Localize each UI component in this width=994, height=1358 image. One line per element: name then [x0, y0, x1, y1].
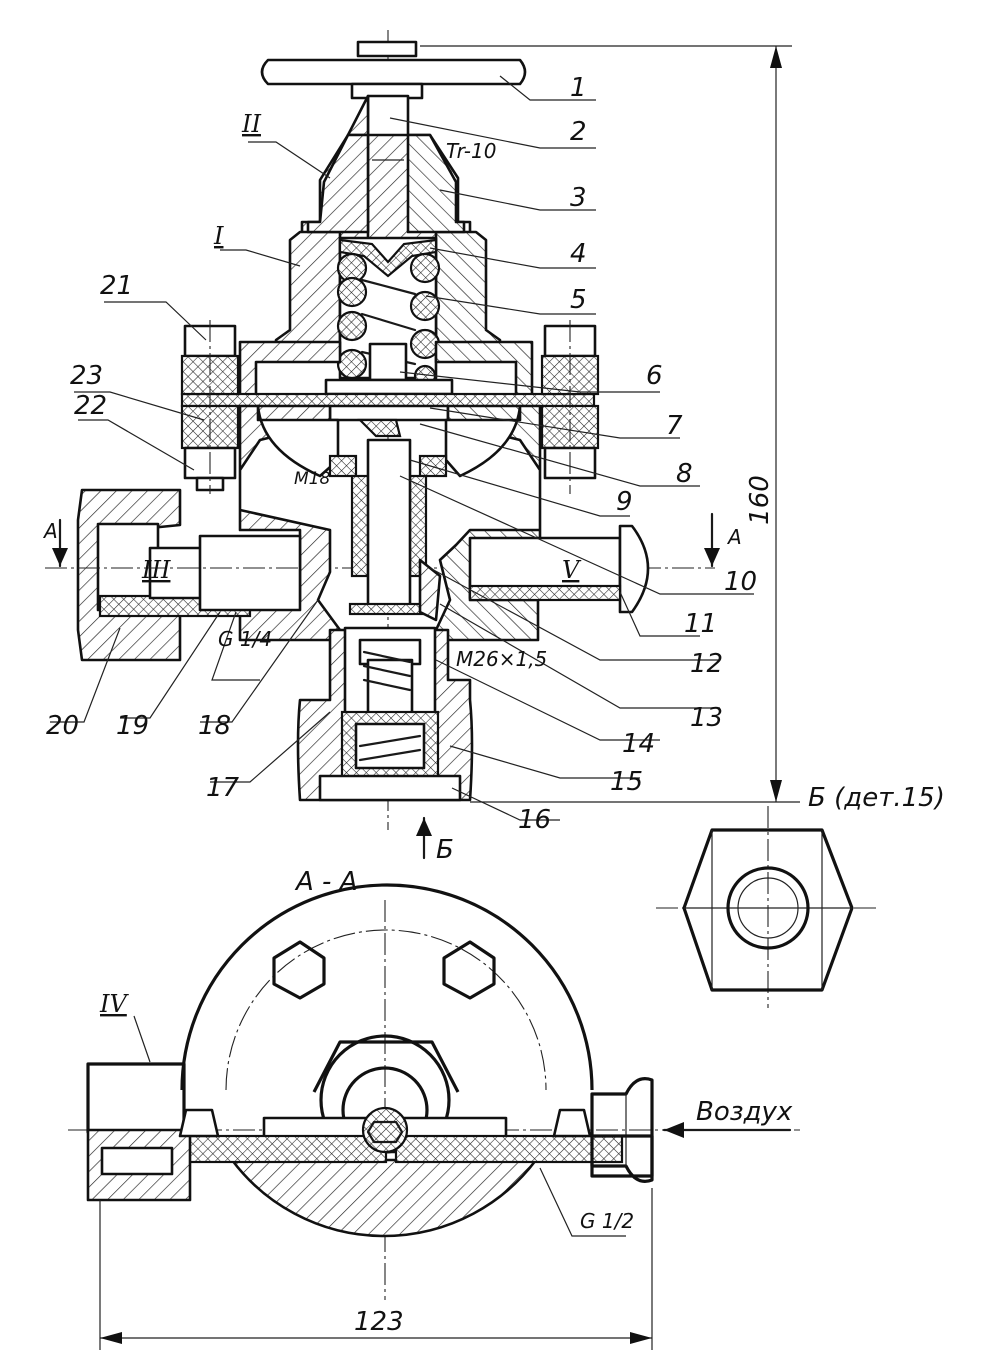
part-number: 5	[570, 285, 587, 315]
roman-labels: II I III V	[141, 110, 582, 584]
part-number: 9	[616, 487, 633, 517]
view-b-hex	[656, 806, 880, 1008]
part-number: 18	[198, 711, 231, 741]
bolt-right	[540, 320, 600, 494]
part-number-labels: 1 2 3 4 5 6 7 8 9 10 11 12 13 14 15 16 1…	[46, 73, 757, 835]
section-mark-left: A	[42, 519, 58, 543]
part-number: 16	[518, 805, 551, 835]
section-arrow-left	[52, 518, 68, 568]
section-mark-right: A	[726, 525, 742, 549]
main-section-view: 1 2 3 4 5 6 7 8 9 10 11 12 13 14 15 16 1…	[42, 30, 945, 865]
lower-cap	[296, 626, 474, 802]
view-b-arrow-label: Б	[436, 835, 454, 865]
part-number: 22	[74, 391, 107, 421]
part-number: 4	[570, 239, 587, 269]
thread-g12-label: G 1/2	[580, 1209, 634, 1233]
part-number: 21	[100, 271, 133, 301]
part-number: 19	[116, 711, 149, 741]
air-label: Воздух	[696, 1097, 793, 1127]
part-number: 23	[70, 361, 103, 391]
roman-label: II	[241, 110, 261, 138]
section-title: A - A	[294, 867, 357, 897]
dimension-160-label: 160	[745, 475, 775, 525]
leader-lines	[50, 75, 754, 821]
part-number: 13	[690, 703, 723, 733]
part-number: 3	[570, 183, 587, 213]
part-number: 14	[622, 729, 655, 759]
outlet-plug-right	[468, 524, 650, 614]
thread-m26-label: M26×1,5	[456, 647, 547, 671]
bolt-left	[180, 320, 240, 494]
section-arrow-right	[704, 512, 720, 568]
thread-g14-label: G 1/4	[218, 627, 272, 651]
valve-core	[328, 438, 448, 622]
part-number: 12	[690, 649, 723, 679]
part-number: 17	[206, 773, 240, 803]
spring-assembly	[336, 236, 441, 388]
dimension-160	[420, 45, 800, 803]
roman-label: V	[562, 556, 582, 584]
body	[238, 404, 542, 642]
part-number: 11	[684, 609, 717, 639]
part-number: 7	[666, 411, 683, 441]
part-number: 20	[46, 711, 79, 741]
part-number: 8	[676, 459, 693, 489]
roman-label: III	[141, 556, 171, 584]
thread-m18-label: M18	[294, 469, 330, 489]
view-arrow-b	[416, 816, 432, 860]
thread-tr-label: Tr-10	[446, 139, 496, 163]
part-number: 6	[646, 361, 663, 391]
handwheel	[260, 40, 527, 100]
inlet-fitting-left	[45, 488, 302, 662]
roman-label: I	[213, 222, 224, 250]
part-number: 1	[570, 73, 587, 103]
dimension-123-label: 123	[354, 1307, 404, 1337]
part-number: 2	[570, 117, 587, 147]
section-a-a-view: A - A IV Воздух	[68, 867, 800, 1350]
part-number: 10	[724, 567, 757, 597]
view-b-title: Б (дет.15)	[808, 783, 945, 813]
roman-label-iv: IV	[99, 990, 129, 1018]
part-number: 15	[610, 767, 643, 797]
